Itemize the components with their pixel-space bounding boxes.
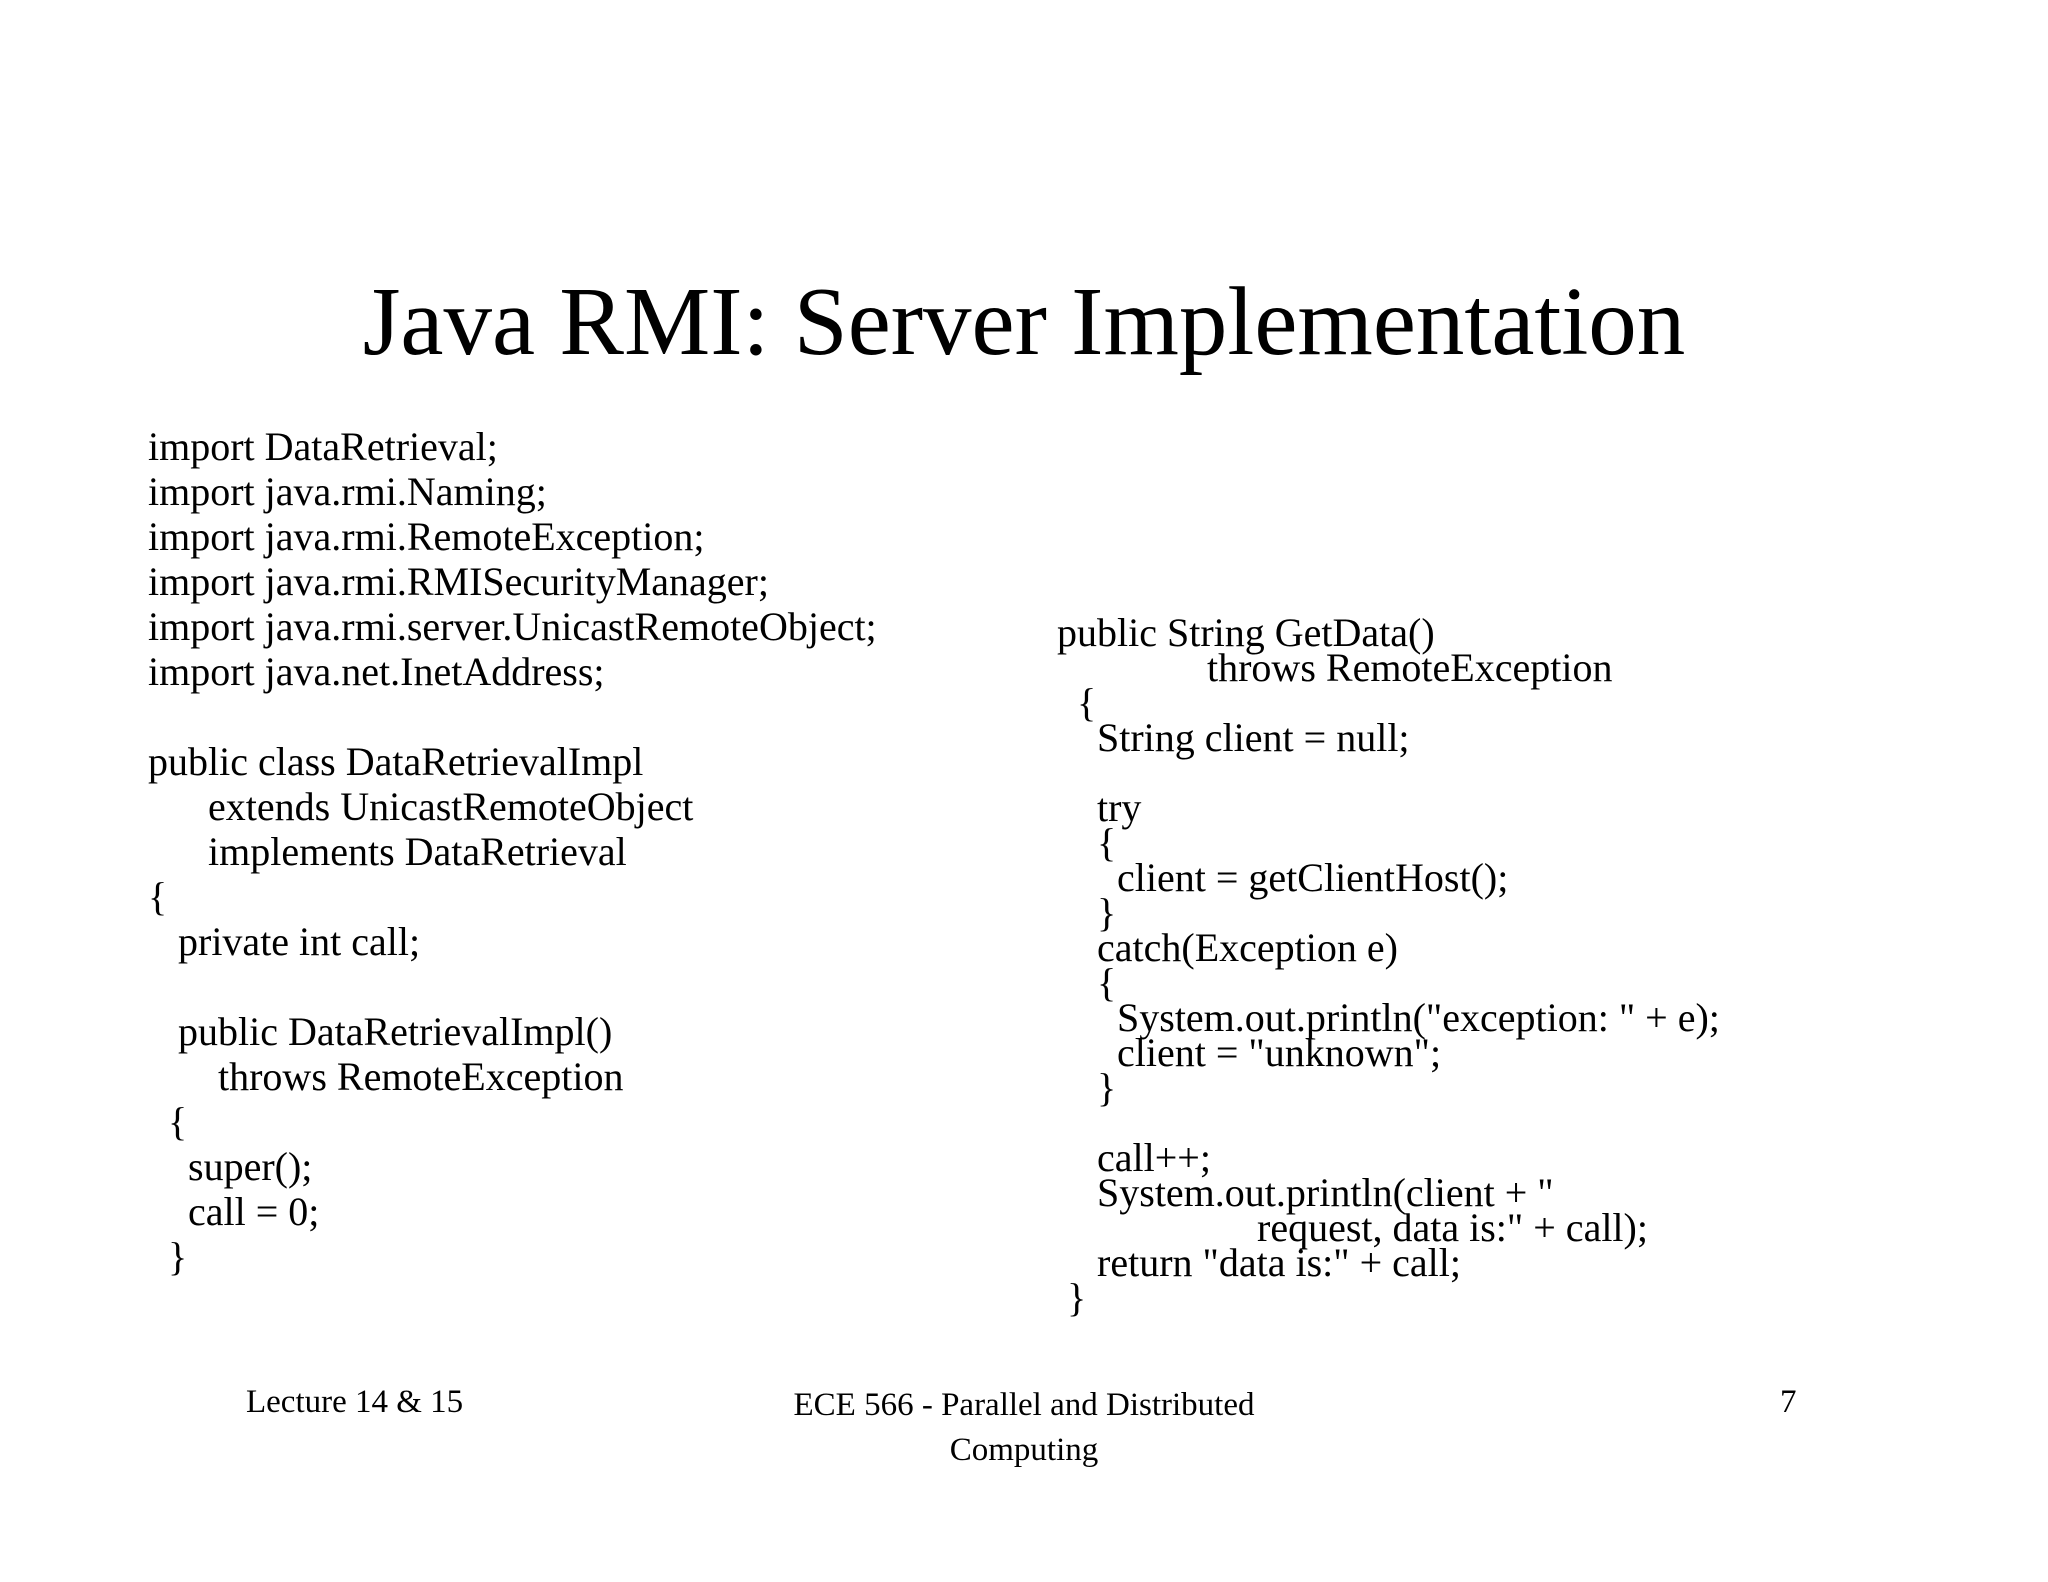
code-line: private int call; xyxy=(148,919,421,964)
code-line: throws RemoteException xyxy=(148,1054,624,1099)
slide-title: Java RMI: Server Implementation xyxy=(362,268,1686,375)
code-line: import java.rmi.RemoteException; xyxy=(148,514,705,559)
footer-lecture-label: Lecture 14 & 15 xyxy=(246,1384,464,1420)
code-line: call++; xyxy=(1057,1135,1211,1180)
code-line xyxy=(148,964,877,1009)
code-line: String client = null; xyxy=(1057,715,1410,760)
code-line: super(); xyxy=(148,1144,313,1189)
code-line: catch(Exception e) xyxy=(1057,925,1398,970)
code-line xyxy=(148,694,877,739)
code-line: System.out.println(client + " xyxy=(1057,1170,1554,1215)
code-line: implements DataRetrieval xyxy=(148,829,627,874)
footer-course-label: ECE 566 - Parallel and Distributed Compu… xyxy=(793,1387,1255,1468)
code-line: try xyxy=(1057,785,1142,830)
code-line: { xyxy=(148,874,168,919)
code-line: } xyxy=(1057,1275,1087,1320)
code-line: extends UnicastRemoteObject xyxy=(148,784,694,829)
code-line: } xyxy=(148,1234,188,1279)
code-line: public DataRetrievalImpl() xyxy=(148,1009,613,1054)
code-line: } xyxy=(1057,890,1117,935)
footer-page-number: 7 xyxy=(1780,1384,1797,1420)
code-line: } xyxy=(1057,1065,1117,1110)
code-line: return "data is:" + call; xyxy=(1057,1240,1461,1285)
code-line: client = "unknown"; xyxy=(1057,1030,1442,1075)
code-line: client = getClientHost(); xyxy=(1057,855,1509,900)
code-line: import java.net.InetAddress; xyxy=(148,649,605,694)
code-line: public class DataRetrievalImpl xyxy=(148,739,644,784)
code-line: { xyxy=(1057,960,1117,1005)
code-line: { xyxy=(1057,820,1117,865)
code-line: call = 0; xyxy=(148,1189,320,1234)
code-block-right: public String GetData() throws RemoteExc… xyxy=(1057,610,1720,1320)
code-line: { xyxy=(1057,680,1097,725)
code-line: import java.rmi.RMISecurityManager; xyxy=(148,559,769,604)
code-line: throws RemoteException xyxy=(1057,645,1613,690)
code-block-left: import DataRetrieval;import java.rmi.Nam… xyxy=(148,424,877,1279)
code-line xyxy=(1057,755,1720,790)
code-line: System.out.println("exception: " + e); xyxy=(1057,995,1720,1040)
code-line: import java.rmi.server.UnicastRemoteObje… xyxy=(148,604,877,649)
code-line: import DataRetrieval; xyxy=(148,424,498,469)
code-line: import java.rmi.Naming; xyxy=(148,469,547,514)
code-line: { xyxy=(148,1099,188,1144)
code-line: public String GetData() xyxy=(1057,610,1435,655)
code-line: request, data is:" + call); xyxy=(1057,1205,1648,1250)
